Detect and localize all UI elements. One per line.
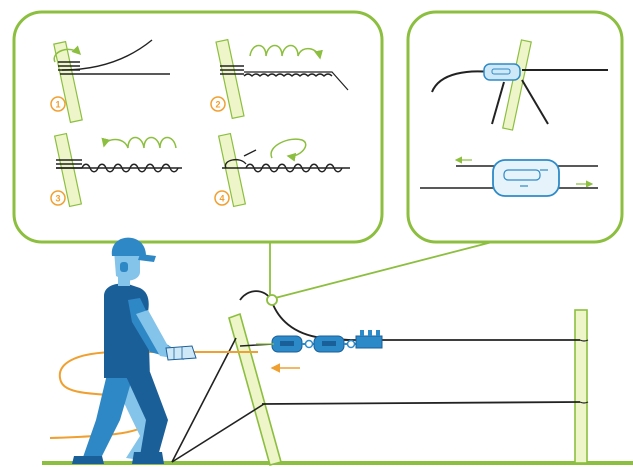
wire-wraps	[220, 65, 244, 75]
step-1-badge	[50, 96, 66, 112]
step-4: 4	[214, 132, 350, 208]
worker-boot	[72, 456, 104, 464]
coiled-wire	[245, 163, 343, 173]
worker-front-leg	[124, 372, 168, 456]
worker-cap-brim	[138, 254, 156, 262]
knot-steps-panel-frame	[12, 10, 384, 244]
connector-detail-panel-frame	[406, 10, 624, 244]
brace-wire	[171, 403, 265, 463]
fence-scene	[42, 237, 633, 466]
fence-wire-lower	[261, 401, 581, 405]
step-3: 3	[50, 132, 182, 208]
worker-hands	[165, 345, 197, 361]
step-3-number: 3	[55, 194, 60, 204]
line-post	[574, 309, 588, 464]
tail-wire	[239, 290, 351, 341]
end-post	[228, 312, 282, 466]
worker-back-leg	[82, 370, 134, 460]
wire-loop	[224, 158, 247, 169]
rotation-arrow-icon	[53, 45, 82, 63]
rotation-arrow-icon	[101, 136, 177, 149]
step-2: 2	[210, 38, 349, 120]
coiled-wire	[81, 163, 179, 173]
wire-wraps	[58, 61, 80, 71]
ratchet-icon	[355, 330, 383, 349]
connector-detail-panel	[406, 10, 624, 244]
wire-end	[243, 149, 257, 157]
wire-strainer-tool	[239, 330, 383, 353]
post-icon	[215, 38, 245, 120]
wire-end	[244, 71, 349, 91]
step-4-number: 4	[219, 194, 224, 204]
brace-wire	[171, 337, 237, 463]
wire	[521, 79, 549, 125]
callout-connectors	[269, 239, 501, 300]
rotation-arrow-icon	[249, 44, 323, 60]
post-icon	[217, 132, 247, 208]
worker-arm-front	[136, 310, 186, 360]
callout-anchor	[266, 294, 278, 306]
step-1-number: 1	[55, 100, 60, 110]
step-2-number: 2	[215, 100, 220, 110]
step-2-badge	[210, 96, 226, 112]
post-icon	[502, 39, 532, 131]
step-1: 1	[50, 39, 170, 124]
wire-joiner-icon	[483, 63, 521, 81]
step-3-badge	[50, 190, 66, 206]
step-4-badge	[214, 190, 230, 206]
worker-figure	[72, 237, 197, 464]
worker-cap	[111, 237, 146, 256]
wire-tensioner-icon	[492, 159, 560, 197]
post-icon	[53, 132, 83, 208]
worker-boot	[132, 452, 164, 464]
knot-steps-panel: 1 2	[12, 10, 384, 244]
twisted-wire	[243, 73, 333, 77]
wire	[491, 81, 505, 125]
rotation-arrow-icon	[270, 138, 307, 162]
